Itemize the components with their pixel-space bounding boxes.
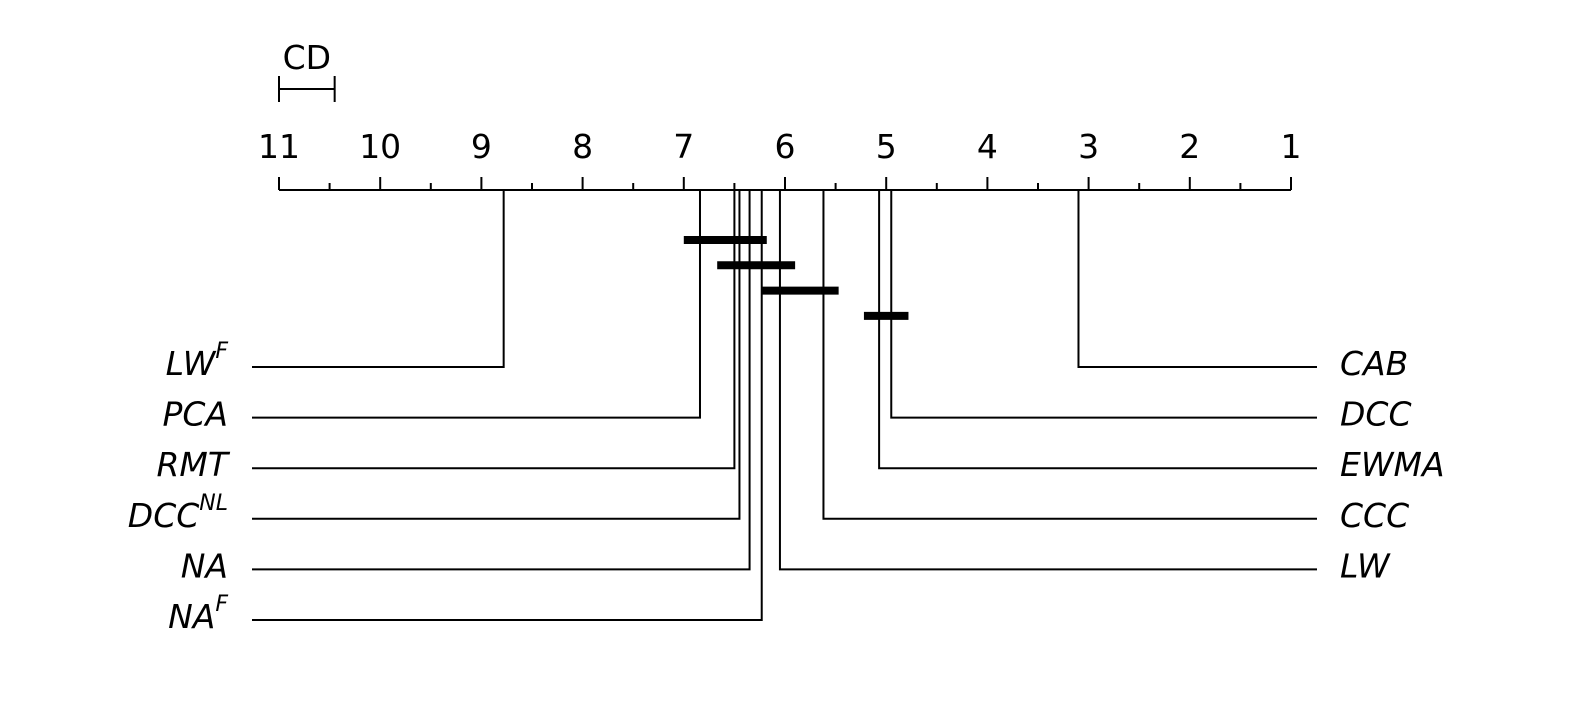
method-line-left [252,190,701,419]
method-name: EWMA [1340,445,1445,484]
method-label: EWMA [1340,445,1445,484]
method-line-left [252,190,763,621]
method-name: DCC [128,495,200,534]
cd-label: CD [283,38,331,77]
method-name: CAB [1340,344,1408,383]
critical-difference-indicator: CD [278,38,336,102]
axis-tick-label: 10 [359,127,401,166]
method-name: PCA [162,394,228,433]
axis-tick-label: 4 [977,127,998,166]
method-label: NAF [168,592,228,636]
method-name: NA [181,546,228,585]
method-name: RMT [156,445,230,484]
method-line-right [878,190,1317,470]
method-label: DCCNL [128,490,228,534]
axis-tick-label: 2 [1179,127,1200,166]
method-line-left [252,190,751,571]
axis-tick-label: 3 [1078,127,1099,166]
method-name: LW [1340,546,1391,585]
method-superscript: NL [199,490,228,515]
clique-bars [683,236,909,320]
method-line-right [890,190,1317,419]
axis-tick-label: 6 [775,127,796,166]
axis-tick-label: 9 [471,127,492,166]
method-line-left [252,190,736,470]
method-label: NA [181,546,228,585]
method-superscript: F [215,339,228,364]
method-line-right [822,190,1317,520]
method-label: PCA [162,394,228,433]
method-label: CAB [1340,344,1408,383]
method-line-left [252,190,505,368]
method-line-right [1077,190,1317,368]
axis-tick-label: 11 [258,127,300,166]
rank-axis: 11 10 9 8 7 6 5 4 3 2 1 [258,127,1302,191]
axis-tick-label: 8 [572,127,593,166]
method-name: NA [168,597,215,636]
method-label: LW [1340,546,1391,585]
method-name: CCC [1340,495,1409,534]
method-line-right [778,190,1317,571]
axis-tick-label: 7 [673,127,694,166]
axis-tick-label: 5 [876,127,897,166]
axis-tick-label: 1 [1281,127,1302,166]
method-superscript: F [215,592,228,617]
method-label: RMT [156,445,230,484]
method-label: CCC [1340,495,1409,534]
method-label: LWF [166,339,229,383]
method-name: LW [166,344,217,383]
method-name: DCC [1340,394,1412,433]
method-line-left [252,190,741,520]
method-label: DCC [1340,394,1412,433]
